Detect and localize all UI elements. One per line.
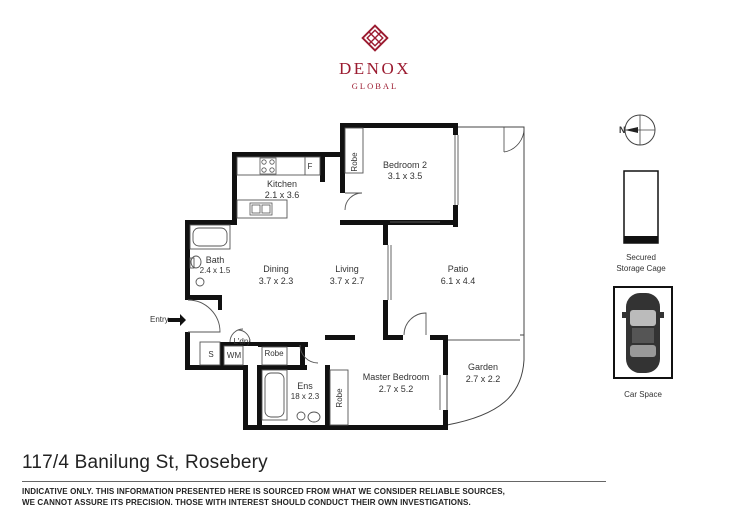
bath-dim: 2.4 x 1.5 [200,266,231,275]
patio-outline [455,126,525,336]
master-bedroom-dim: 2.7 x 5.2 [379,384,414,394]
divider [22,481,606,482]
storage-cage-line1: Secured [626,253,656,262]
disclaimer: INDICATIVE ONLY. THIS INFORMATION PRESEN… [22,486,582,508]
living-label: Living [335,264,359,274]
disclaimer-line2: WE CANNOT ASSURE ITS PRECISION. THOSE WI… [22,498,471,507]
garden-outline [446,335,525,426]
patio-label: Patio [448,264,469,274]
compass-icon [624,114,656,146]
ensuite-label: Ens [297,381,313,391]
storage-cage-line2: Storage Cage [616,264,666,273]
entry-arrow-icon [168,314,186,326]
storage-label: S [208,350,213,359]
bedroom2-robe-label: Robe [350,152,359,172]
garden-dim: 2.7 x 2.2 [466,374,501,384]
compass-north-label: N [619,125,626,135]
dining-dim: 3.7 x 2.3 [259,276,294,286]
disclaimer-line1: INDICATIVE ONLY. THIS INFORMATION PRESEN… [22,487,505,496]
master-robe-label: Robe [335,388,344,408]
washer-label: WM [227,351,242,360]
brand-subname: GLOBAL [352,81,398,91]
car-space-icon [613,286,673,379]
patio-dim: 6.1 x 4.4 [441,276,476,286]
living-dim: 3.7 x 2.7 [330,276,365,286]
bath-label: Bath [206,255,225,265]
sink-icon [249,202,273,216]
ensuite-dim: 18 x 2.3 [291,392,320,401]
entry-label: Entry [150,315,169,324]
property-address: 117/4 Banilung St, Rosebery [22,452,268,473]
car-space-label: Car Space [624,390,662,399]
laundry-label: L'dry [233,337,250,346]
bedroom2-dim: 3.1 x 3.5 [388,171,423,181]
master-bedroom-label: Master Bedroom [363,372,430,382]
bedroom2-label: Bedroom 2 [383,160,427,170]
fridge-label: F [308,162,313,171]
walls [185,123,458,430]
denox-logo-icon [361,24,389,52]
cooktop-icon [259,157,277,175]
dining-label: Dining [263,264,289,274]
hall-robe-label: Robe [264,349,284,358]
storage-cage-icon [623,170,659,244]
brand-name: DENOX [339,59,411,78]
garden-label: Garden [468,362,498,372]
kitchen-dim: 2.1 x 3.6 [265,190,300,200]
kitchen-label: Kitchen [267,179,297,189]
